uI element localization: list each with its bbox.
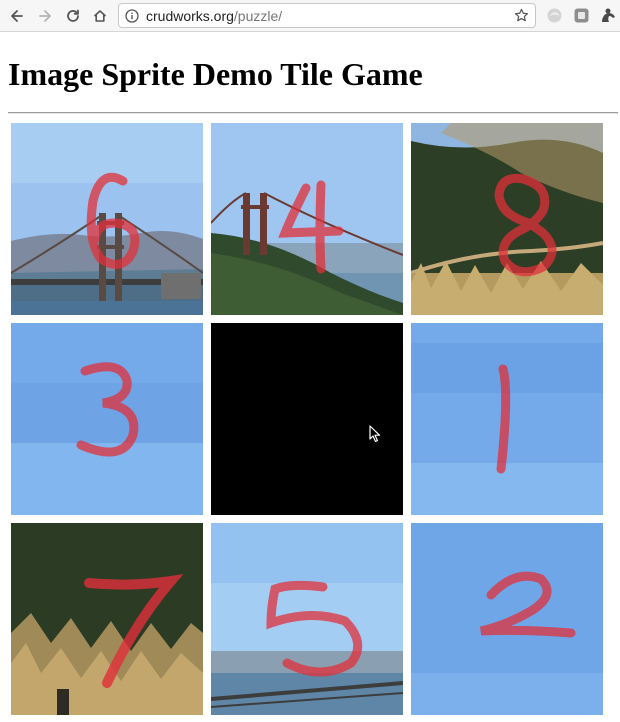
info-icon[interactable] xyxy=(125,9,139,23)
forward-button[interactable] xyxy=(34,5,56,27)
url-host: crudworks.org xyxy=(146,8,234,24)
tile-image xyxy=(411,123,603,315)
address-url: crudworks.org/puzzle/ xyxy=(146,8,282,24)
divider xyxy=(8,112,618,114)
bookmark-star-icon[interactable] xyxy=(514,8,529,23)
tile-number-stroke xyxy=(86,172,140,269)
back-button[interactable] xyxy=(6,5,28,27)
home-icon xyxy=(93,10,107,22)
puzzle-tile[interactable]: 3 xyxy=(11,323,203,515)
tile-image xyxy=(211,123,403,315)
tile-number-stroke xyxy=(494,173,557,277)
forward-arrow-icon xyxy=(39,10,51,22)
extension-creature-icon[interactable] xyxy=(600,7,617,24)
puzzle-tile[interactable]: 1 xyxy=(411,323,603,515)
back-arrow-icon xyxy=(11,10,23,22)
tile-number-stroke xyxy=(266,580,363,677)
home-button[interactable] xyxy=(89,5,111,27)
puzzle-board: 6 4 8 xyxy=(11,123,603,715)
extension-square-icon[interactable] xyxy=(573,7,590,24)
puzzle-tile[interactable]: 4 xyxy=(211,123,403,315)
tile-number-stroke xyxy=(496,364,511,474)
puzzle-tile[interactable]: 6 xyxy=(11,123,203,315)
empty-tile[interactable] xyxy=(211,323,403,515)
tile-image xyxy=(211,523,403,715)
tile-number-stroke xyxy=(84,574,184,688)
mouse-cursor-icon xyxy=(369,425,381,443)
tile-image xyxy=(11,323,203,515)
puzzle-tile[interactable]: 2 xyxy=(411,523,603,715)
tile-image xyxy=(11,123,203,315)
tile-image xyxy=(411,523,603,715)
reload-icon xyxy=(67,9,79,22)
puzzle-tile[interactable]: 8 xyxy=(411,123,603,315)
address-bar[interactable]: crudworks.org/puzzle/ xyxy=(118,3,536,28)
reload-button[interactable] xyxy=(62,5,84,27)
page-title: Image Sprite Demo Tile Game xyxy=(8,56,423,92)
browser-toolbar: crudworks.org/puzzle/ xyxy=(0,0,620,32)
tile-number-stroke xyxy=(278,180,344,274)
tile-number-stroke xyxy=(479,571,576,638)
url-path: /puzzle/ xyxy=(233,8,283,24)
extension-swirl-icon[interactable] xyxy=(546,7,563,24)
puzzle-tile[interactable]: 7 xyxy=(11,523,203,715)
puzzle-tile[interactable]: 5 xyxy=(211,523,403,715)
tile-number-stroke xyxy=(76,362,139,457)
